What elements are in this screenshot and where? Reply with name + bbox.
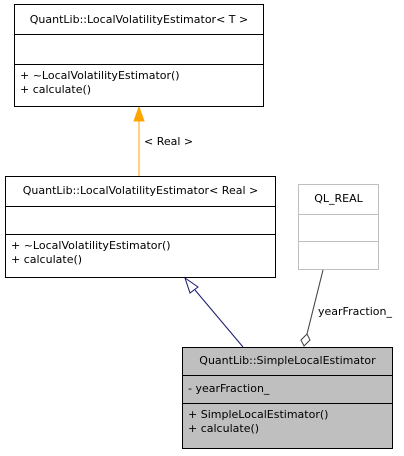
association-label: yearFraction_ [318, 305, 392, 318]
method-calculate: + calculate() [11, 253, 83, 266]
class-local-volatility-estimator-real[interactable]: QuantLib::LocalVolatilityEstimator< Real… [5, 176, 276, 278]
attributes-section [15, 35, 263, 65]
class-title: QuantLib::LocalVolatilityEstimator< T > [29, 13, 249, 26]
template-binding-label: < Real > [144, 135, 194, 148]
class-title-section: QL_REAL [299, 185, 378, 215]
class-title-section: QuantLib::SimpleLocalEstimator [183, 348, 392, 376]
method-calculate: + calculate() [20, 83, 92, 96]
class-local-volatility-estimator-template[interactable]: QuantLib::LocalVolatilityEstimator< T > … [14, 4, 264, 107]
method-destructor: + ~LocalVolatilityEstimator() [20, 69, 180, 82]
class-title-section: QuantLib::LocalVolatilityEstimator< T > [15, 5, 263, 35]
methods-section: + SimpleLocalEstimator() + calculate() [183, 404, 392, 436]
class-ql-real[interactable]: QL_REAL [298, 184, 379, 270]
method-calculate: + calculate() [188, 422, 260, 435]
attributes-section [6, 207, 275, 235]
inheritance-edge [194, 289, 244, 348]
inheritance-arrowhead [184, 276, 199, 294]
association-edge [306, 269, 324, 335]
association-diamond [300, 333, 311, 347]
method-destructor: + ~LocalVolatilityEstimator() [11, 239, 171, 252]
class-simple-local-estimator[interactable]: QuantLib::SimpleLocalEstimator - yearFra… [182, 347, 393, 449]
attribute-year-fraction: - yearFraction_ [188, 382, 270, 395]
class-title: QL_REAL [314, 192, 363, 205]
class-title: QuantLib::SimpleLocalEstimator [199, 354, 376, 367]
class-title: QuantLib::LocalVolatilityEstimator< Real… [22, 184, 259, 197]
template-binding-arrowhead [133, 105, 145, 122]
attributes-section [299, 215, 378, 242]
class-title-section: QuantLib::LocalVolatilityEstimator< Real… [6, 177, 275, 207]
methods-section: + ~LocalVolatilityEstimator() + calculat… [6, 235, 275, 267]
attributes-section: - yearFraction_ [183, 376, 392, 404]
methods-section: + ~LocalVolatilityEstimator() + calculat… [15, 65, 263, 97]
method-constructor: + SimpleLocalEstimator() [188, 408, 329, 421]
methods-section [299, 242, 378, 269]
